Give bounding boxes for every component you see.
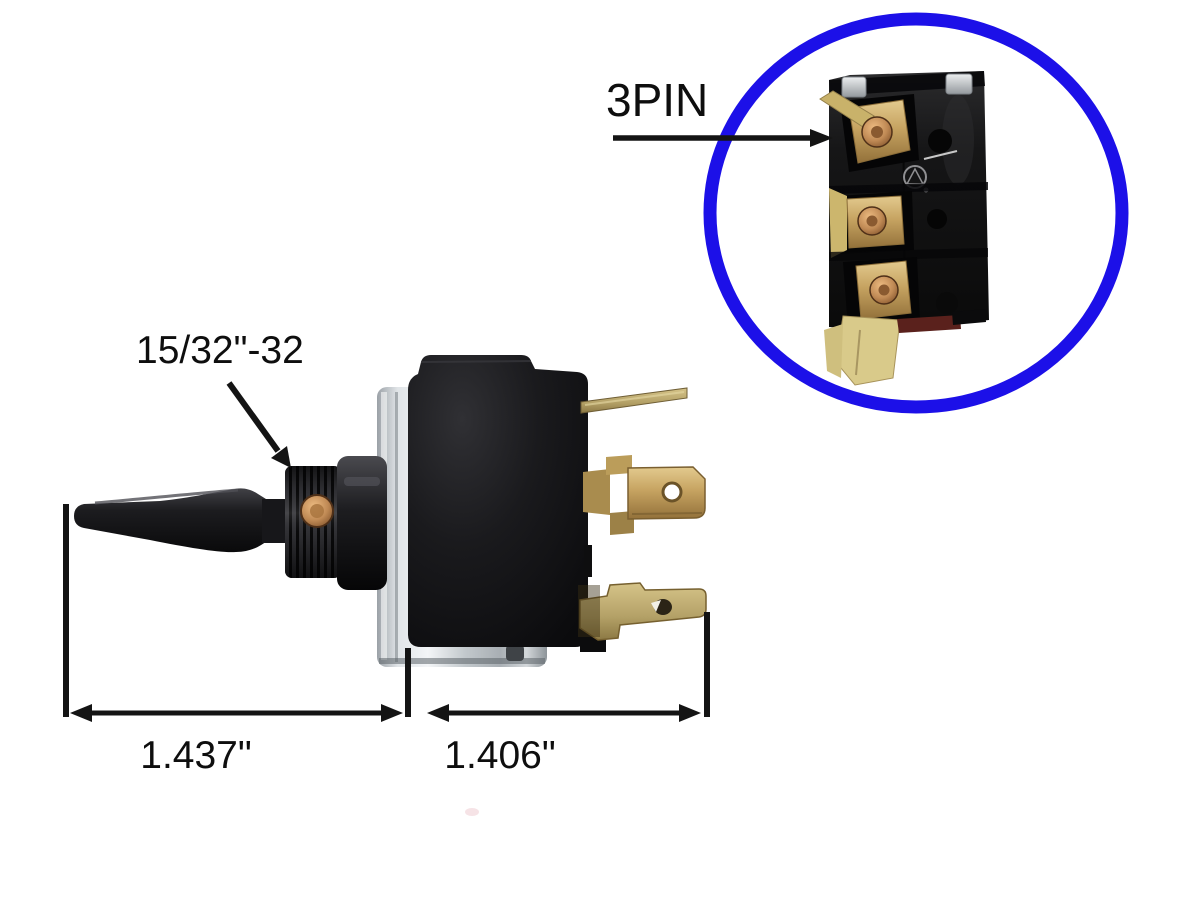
mounting-clip <box>945 73 973 95</box>
switch-lever <box>74 488 290 553</box>
toggle-switch-side-view <box>74 355 707 816</box>
thread-spec-label: 15/32"-32 <box>136 329 304 372</box>
photo-artifact <box>465 808 479 816</box>
dimension-arrow-body <box>427 704 701 722</box>
terminal-top <box>580 387 688 414</box>
switch-body <box>408 355 606 652</box>
thread-spec-arrow <box>226 381 291 468</box>
rear-hole <box>936 292 958 314</box>
dimension-arrow-lever <box>70 704 403 722</box>
pin-label-arrow <box>613 129 833 147</box>
dimension-annotations <box>63 381 710 722</box>
rear-pin-3 <box>843 257 920 328</box>
mounting-clip <box>841 76 867 98</box>
terminal-middle <box>583 455 706 535</box>
body-length-label: 1.406" <box>444 734 556 777</box>
switch-rear-view <box>819 71 989 386</box>
lever-length-label: 1.437" <box>140 734 252 777</box>
scratch-mark <box>923 150 958 160</box>
collar-nut <box>337 456 387 590</box>
highlight-circle <box>703 12 1129 414</box>
rear-hole <box>928 129 952 153</box>
pin-count-label: 3PIN <box>606 74 709 126</box>
rear-pin-1 <box>819 90 919 172</box>
rear-pin-2 <box>829 188 914 258</box>
solder-tab <box>835 315 901 386</box>
rear-base <box>897 315 961 333</box>
rear-hole <box>927 209 947 229</box>
terminal-hole <box>661 481 683 503</box>
terminal-blades <box>578 387 707 641</box>
threaded-bushing <box>285 466 341 578</box>
plate-slot <box>506 645 524 661</box>
terminal-bottom <box>578 582 707 641</box>
solder-tab <box>824 324 843 378</box>
